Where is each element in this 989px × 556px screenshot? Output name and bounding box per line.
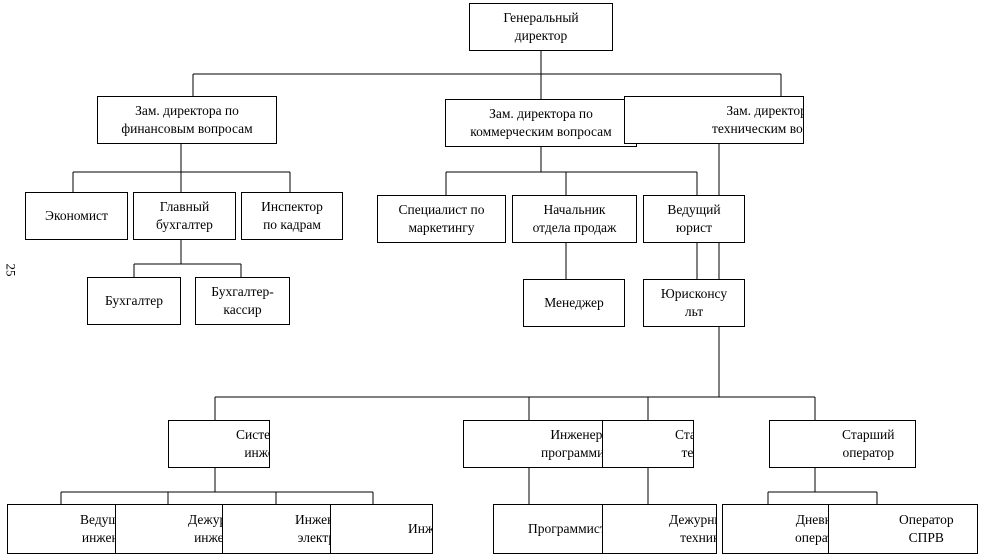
node-label: Ведущий юрист: [667, 202, 721, 235]
node-engineer: Инженер: [330, 504, 433, 554]
node-day-operator: Дневной оператор: [722, 504, 840, 554]
node-label: Программист: [528, 521, 606, 536]
node-accountant: Бухгалтер: [87, 277, 181, 325]
node-accountant-cashier: Бухгалтер- кассир: [195, 277, 290, 325]
node-label: Главный бухгалтер: [156, 199, 213, 232]
node-duty-engineer: Дежурный инженер: [115, 504, 233, 554]
node-label: Бухгалтер- кассир: [211, 284, 274, 317]
node-label: Системный инженер: [236, 427, 270, 460]
node-hr-inspector: Инспектор по кадрам: [241, 192, 343, 240]
node-senior-operator: Старший оператор: [769, 420, 916, 468]
node-marketing-specialist: Специалист по маркетингу: [377, 195, 506, 243]
node-economist: Экономист: [25, 192, 128, 240]
node-legal-adviser: Юрисконсу льт: [643, 279, 745, 327]
node-label: Инженер: [408, 521, 433, 536]
node-sales-head: Начальник отдела продаж: [512, 195, 637, 243]
node-lead-engineer: Ведущий инженер: [7, 504, 122, 554]
node-label: Старший оператор: [842, 427, 895, 460]
node-label: Генеральный директор: [503, 10, 579, 43]
node-electrical-engineer: Инженер- электрик: [222, 504, 336, 554]
node-label: Специалист по маркетингу: [398, 202, 485, 235]
node-engineer-programmer: Инженер- программист: [463, 420, 605, 468]
node-label: Зам. директора по коммерческим вопросам: [470, 106, 612, 139]
node-duty-technician: Дежурный техник: [602, 504, 717, 554]
node-programmer: Программист: [493, 504, 607, 554]
node-lead-lawyer: Ведущий юрист: [643, 195, 745, 243]
node-label: Зам. директора по финансовым вопросам: [121, 103, 253, 136]
node-label: Экономист: [45, 208, 108, 223]
node-deputy-finance: Зам. директора по финансовым вопросам: [97, 96, 277, 144]
node-manager: Менеджер: [523, 279, 625, 327]
node-sprv-operator: Оператор СПРВ: [828, 504, 978, 554]
node-label: Инженер- электрик: [295, 512, 336, 545]
node-label: Ведущий инженер: [80, 512, 121, 545]
node-label: Зам. директора по техническим вопросам: [712, 103, 803, 136]
node-gen-director: Генеральный директор: [469, 3, 613, 51]
node-deputy-commerce: Зам. директора по коммерческим вопросам: [445, 99, 637, 147]
node-label: Инспектор по кадрам: [261, 199, 323, 232]
node-label: Юрисконсу льт: [660, 286, 728, 319]
node-label: Начальник отдела продаж: [532, 202, 617, 235]
node-system-engineer: Системный инженер: [168, 420, 270, 468]
node-label: Старший техник: [675, 427, 694, 460]
node-label: Бухгалтер: [105, 293, 163, 308]
node-deputy-tech: Зам. директора по техническим вопросам: [624, 96, 804, 144]
node-label: Менеджер: [544, 295, 604, 310]
node-label: Оператор СПРВ: [899, 512, 954, 545]
node-label: Инженер- программист: [541, 427, 605, 460]
node-label: Дежурный техник: [669, 512, 717, 545]
node-senior-technician: Старший техник: [602, 420, 694, 468]
node-chief-accountant: Главный бухгалтер: [133, 192, 236, 240]
